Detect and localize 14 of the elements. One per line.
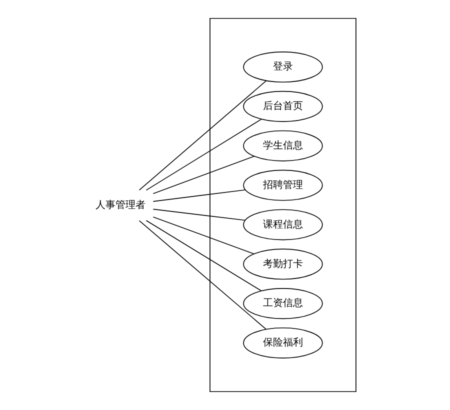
node-ellipse: 后台首页 (242, 90, 322, 122)
node-ellipse: 工资信息 (242, 288, 322, 320)
node-ellipse: 考勤打卡 (242, 248, 322, 280)
connector (152, 156, 254, 194)
node-ellipse: 学生信息 (242, 130, 322, 162)
node-ellipse: 课程信息 (242, 209, 322, 240)
node-ellipse: 登录 (242, 52, 322, 83)
node-ellipse: 招聘管理 (242, 170, 322, 201)
connector (152, 208, 246, 221)
connector (152, 216, 254, 254)
connector (152, 189, 246, 202)
cluster (209, 18, 356, 392)
node-ellipse: 保险福利 (242, 327, 322, 358)
node-text: 人事管理者 (95, 200, 146, 212)
